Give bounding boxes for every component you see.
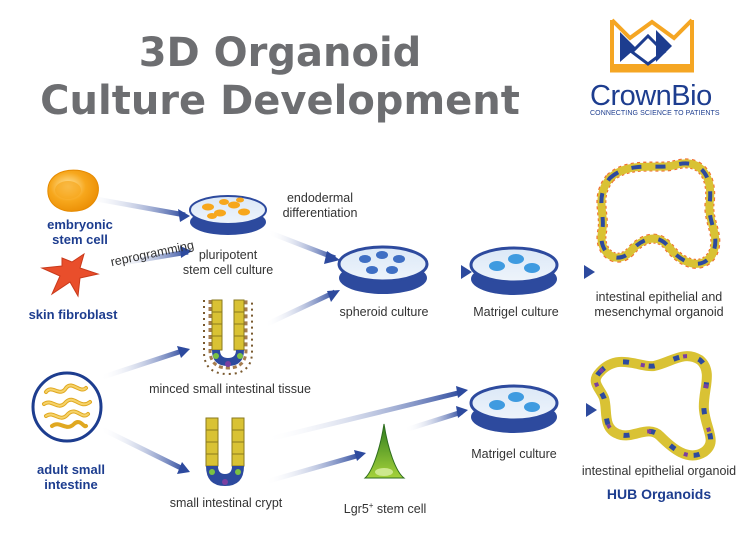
lgr5-stem-cell-icon [363, 423, 406, 479]
skin-fibroblast-icon [40, 252, 100, 298]
label-small-crypt: small intestinal crypt [169, 496, 283, 510]
label-skin-fibroblast: skin fibroblast [28, 307, 118, 322]
label-endodermal: endodermal [286, 191, 353, 205]
label-hub-organoids: HUB Organoids [606, 486, 712, 502]
label-stem-cell-culture: stem cell culture [182, 263, 274, 277]
pluripotent-dish-icon [189, 195, 267, 235]
label-lgr5-stem-cell: Lgr5+ stem cell [340, 498, 430, 517]
label-stem-cell: stem cell [52, 232, 108, 247]
label-matrigel-culture-2: Matrigel culture [471, 447, 557, 461]
label-minced-tissue: minced small intestinal tissue [149, 382, 311, 396]
label-intestine: intestine [44, 477, 98, 492]
spheroid-dish-icon [337, 245, 429, 294]
minced-tissue-icon [203, 299, 253, 376]
crypt-icon [205, 417, 245, 486]
arrows [84, 194, 597, 485]
label-mesenchymal-line-2: mesenchymal organoid [594, 305, 724, 319]
epithelial-organoid-icon [590, 351, 716, 461]
label-epithelial-organoid: intestinal epithelial organoid [581, 464, 737, 478]
embryonic-stem-cell-icon [47, 169, 99, 212]
label-mesenchymal-line-1: intestinal epithelial and [595, 290, 723, 304]
label-matrigel-culture-1: Matrigel culture [473, 305, 559, 319]
matrigel-dish-1-icon [469, 246, 559, 295]
label-pluripotent: pluripotent [198, 248, 258, 262]
label-embryonic: embryonic [47, 217, 113, 232]
lgr5-text: Lgr5 [343, 502, 369, 517]
matrigel-dish-2-icon [469, 384, 559, 433]
label-differentiation: differentiation [282, 206, 358, 220]
logo-tagline: CONNECTING SCIENCE TO PATIENTS [590, 110, 720, 117]
mesenchymal-organoid-icon [596, 158, 721, 269]
label-spheroid-culture: spheroid culture [339, 305, 429, 319]
lgr5-rest-text: stem cell [373, 502, 427, 517]
crownbio-logo-icon [610, 18, 694, 73]
label-adult-small: adult small [37, 462, 105, 477]
logo-name: CrownBio [590, 80, 712, 112]
lgr5-superscript: + [368, 501, 374, 510]
title-line-1: 3D Organoid [138, 30, 422, 76]
title-line-2: Culture Development [40, 78, 520, 124]
adult-intestine-icon [31, 371, 103, 443]
